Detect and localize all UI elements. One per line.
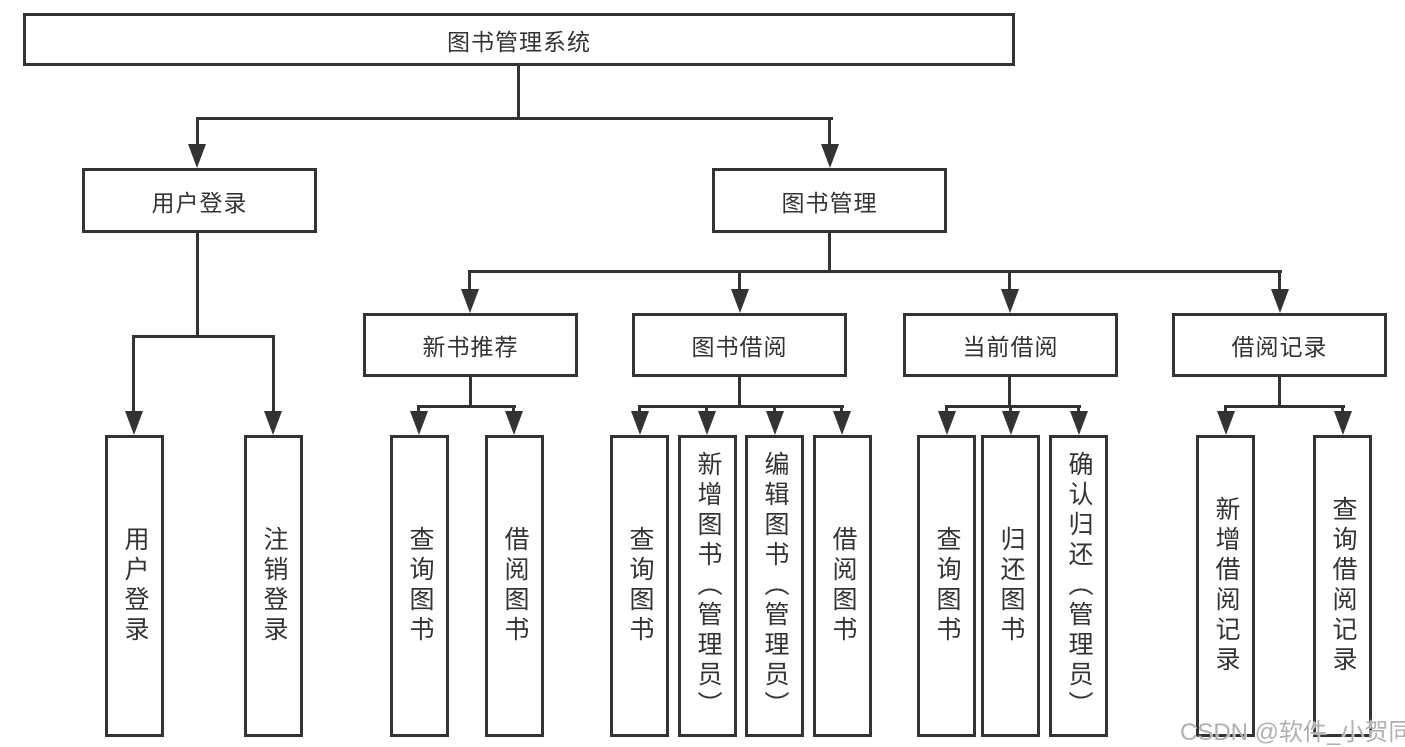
leaf-query-borrow-record: 查询借阅记录: [1313, 435, 1372, 737]
connector-drop-leaf: [1224, 405, 1227, 413]
leaf-logout-label: 注销登录: [260, 526, 288, 646]
arrow-down-icon: [1271, 289, 1289, 313]
connector-drop-leaf: [773, 405, 776, 413]
leaf-return-books-label: 归还图书: [997, 526, 1025, 646]
arrow-down-icon: [1002, 411, 1020, 435]
connector-drop-leaf: [1009, 405, 1012, 413]
leaf-logout: 注销登录: [244, 435, 303, 737]
watermark: CSDN @软件_小贺同学: [1180, 719, 1405, 746]
arrow-down-icon: [461, 289, 479, 313]
node-new-book-recommend-label: 新书推荐: [422, 334, 519, 360]
node-current-borrow: 当前借阅: [903, 313, 1118, 377]
arrow-down-icon: [698, 411, 716, 435]
node-user-login-label: 用户登录: [151, 189, 248, 216]
connector-drop-leaf: [840, 405, 843, 413]
leaf-borrow-query-books-label: 查询图书: [626, 526, 654, 646]
connector-user-login-drop: [196, 232, 199, 338]
connector-recommend-splitter: [417, 405, 516, 408]
connector-current-splitter: [945, 405, 1081, 408]
connector-records-drop: [1278, 376, 1281, 408]
leaf-borrow-books: 借阅图书: [813, 435, 872, 737]
arrow-down-icon: [766, 411, 784, 435]
leaf-return-books: 归还图书: [981, 435, 1040, 737]
arrow-down-icon: [410, 411, 428, 435]
node-current-borrow-label: 当前借阅: [962, 334, 1059, 360]
connector-drop-leaf: [705, 405, 708, 413]
connector-records-splitter: [1224, 405, 1345, 408]
connector-drop-leaf: [272, 335, 275, 413]
arrow-down-icon: [505, 411, 523, 435]
arrow-down-icon: [264, 411, 282, 435]
connector-user-login-splitter: [132, 335, 275, 338]
connector-drop-leaf: [417, 405, 420, 413]
node-new-book-recommend: 新书推荐: [363, 313, 578, 377]
leaf-add-borrow-record: 新增借阅记录: [1196, 435, 1255, 737]
leaf-recommend-query-books-label: 查询图书: [406, 526, 434, 646]
node-root: 图书管理系统: [23, 13, 1015, 66]
connector-drop-leaf: [638, 405, 641, 413]
connector-root-drop: [517, 64, 520, 120]
node-borrow-records: 借阅记录: [1172, 313, 1387, 377]
connector-drop-book-borrow: [738, 270, 741, 291]
arrow-down-icon: [1217, 411, 1235, 435]
leaf-current-query-books: 查询图书: [917, 435, 976, 737]
leaf-query-borrow-record-label: 查询借阅记录: [1329, 496, 1357, 676]
connector-drop-book-management: [828, 117, 831, 147]
connector-book-management-drop: [828, 231, 831, 273]
arrow-down-icon: [938, 411, 956, 435]
leaf-add-books-admin: 新增图书（管理员）: [678, 435, 737, 737]
arrow-down-icon: [125, 411, 143, 435]
leaf-edit-books-admin: 编辑图书（管理员）: [745, 435, 804, 737]
connector-drop-leaf: [512, 405, 515, 413]
node-book-management: 图书管理: [712, 168, 947, 233]
arrow-down-icon: [188, 144, 206, 168]
connector-borrow-drop: [738, 376, 741, 408]
arrow-down-icon: [1001, 289, 1019, 313]
leaf-recommend-borrow-books-label: 借阅图书: [501, 526, 529, 646]
connector-drop-current-borrow: [1008, 270, 1011, 291]
connector-drop-user-login: [196, 117, 199, 147]
connector-drop-leaf: [1341, 405, 1344, 413]
connector-level3-splitter: [468, 270, 1282, 273]
leaf-user-login: 用户登录: [105, 435, 164, 737]
connector-current-drop: [1008, 376, 1011, 408]
arrow-down-icon: [731, 289, 749, 313]
connector-drop-leaf: [132, 335, 135, 413]
node-user-login: 用户登录: [82, 168, 317, 233]
node-borrow-records-label: 借阅记录: [1231, 334, 1328, 360]
arrow-down-icon: [821, 144, 839, 168]
node-book-borrow-label: 图书借阅: [691, 334, 788, 360]
node-root-label: 图书管理系统: [447, 28, 591, 55]
leaf-recommend-borrow-books: 借阅图书: [485, 435, 544, 737]
connector-borrow-splitter: [638, 405, 844, 408]
arrow-down-icon: [631, 411, 649, 435]
arrow-down-icon: [833, 411, 851, 435]
leaf-add-borrow-record-label: 新增借阅记录: [1212, 496, 1240, 676]
connector-drop-leaf: [1077, 405, 1080, 413]
leaf-edit-books-admin-label: 编辑图书（管理员）: [761, 451, 789, 721]
leaf-add-books-admin-label: 新增图书（管理员）: [694, 451, 722, 721]
leaf-borrow-books-label: 借阅图书: [829, 526, 857, 646]
arrow-down-icon: [1070, 411, 1088, 435]
leaf-confirm-return-admin-label: 确认归还（管理员）: [1065, 451, 1093, 721]
connector-recommend-drop: [469, 376, 472, 408]
leaf-borrow-query-books: 查询图书: [610, 435, 669, 737]
connector-level2-splitter: [196, 117, 833, 120]
leaf-user-login-label: 用户登录: [121, 526, 149, 646]
arrow-down-icon: [1334, 411, 1352, 435]
leaf-recommend-query-books: 查询图书: [390, 435, 449, 737]
leaf-confirm-return-admin: 确认归还（管理员）: [1049, 435, 1108, 737]
connector-drop-borrow-records: [1278, 270, 1281, 291]
leaf-current-query-books-label: 查询图书: [933, 526, 961, 646]
connector-drop-new-book: [468, 270, 471, 291]
node-book-management-label: 图书管理: [781, 189, 878, 216]
node-book-borrow: 图书借阅: [632, 313, 847, 377]
connector-drop-leaf: [945, 405, 948, 413]
